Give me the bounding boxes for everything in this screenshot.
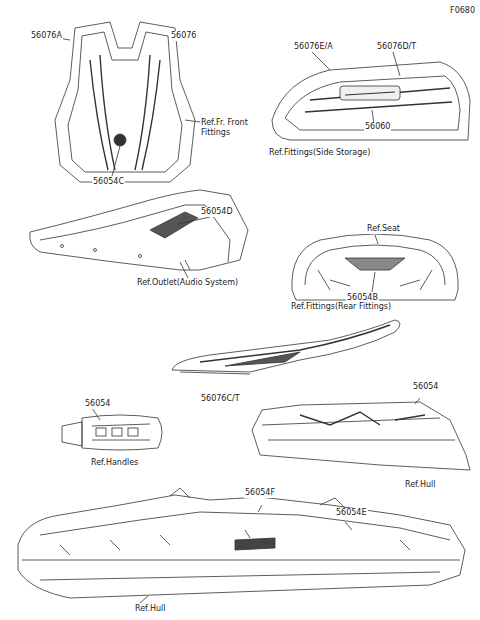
callout-number: 56054D [200, 207, 234, 217]
callout-number: 56076A [30, 31, 63, 41]
audio-outlet-panel [30, 190, 248, 278]
decal-strip [172, 320, 400, 374]
rear-fitting [292, 234, 458, 300]
callout-number: F0680 [449, 6, 476, 16]
callout-number: 56076 [170, 31, 197, 41]
callout-number: 56076C/T [200, 394, 241, 404]
callout-number: 56054E [335, 508, 368, 518]
reference-note: Ref.Fittings(Rear Fittings) [290, 302, 392, 312]
callout-number: 56054 [84, 399, 111, 409]
reference-note: Ref.Hull [404, 480, 436, 490]
reference-note: Ref.Handles [90, 458, 139, 468]
reference-note: Ref.Seat [366, 224, 401, 234]
full-hull [18, 488, 465, 603]
hull-rear [252, 398, 470, 470]
callout-number: 56054F [244, 488, 276, 498]
callout-number: 56076E/A [293, 42, 334, 52]
callout-number: 56076D/T [376, 42, 417, 52]
reference-note: Ref.Hull [134, 604, 166, 614]
reference-note: Ref.Outlet(Audio System) [136, 278, 239, 288]
callout-number: 56060 [364, 122, 391, 132]
side-storage-cover [272, 52, 470, 140]
reference-note: Ref.Fr. Front Fittings [200, 118, 266, 138]
callout-number: 56054C [92, 177, 125, 187]
callout-number: 56054 [412, 382, 439, 392]
handle-grip [62, 408, 162, 450]
front-fitting [55, 22, 200, 182]
reference-note: Ref.Fittings(Side Storage) [268, 148, 371, 158]
